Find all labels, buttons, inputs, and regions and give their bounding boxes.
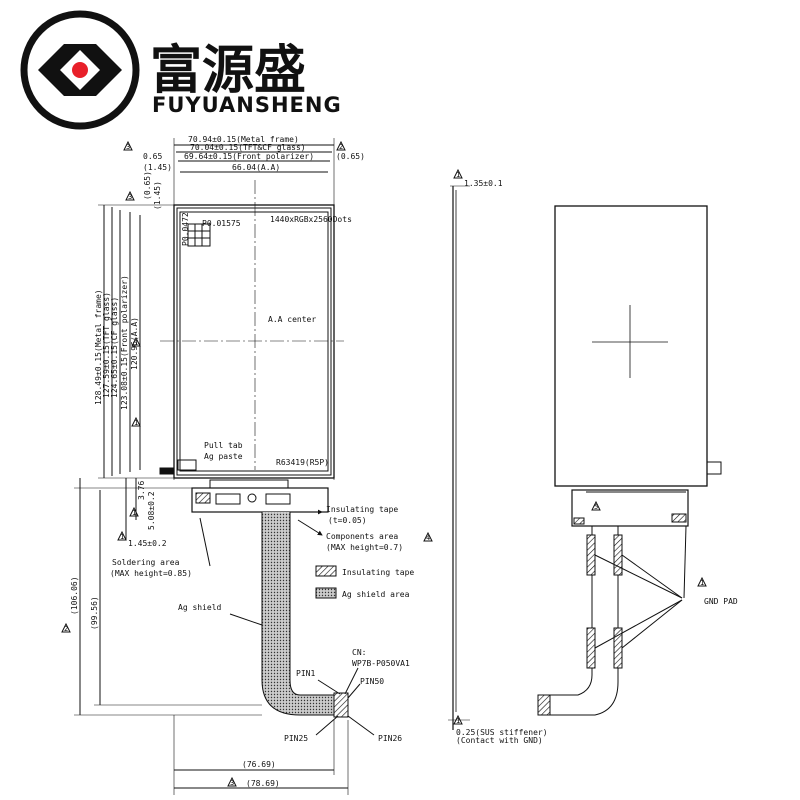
dim-cf-glass-height: 124.65±0.15(CF glass) (110, 297, 119, 398)
dim-3-76: 3.76 (137, 481, 146, 500)
dim-99-56: (99.56) (90, 596, 99, 630)
marker-4-components: 4 (426, 534, 430, 542)
brand-name-cn: 富源盛 (150, 41, 306, 101)
dim-left-margin-2: (1.45) (143, 163, 172, 172)
stiffener-gnd-label: (Contact with GND) (456, 736, 543, 745)
marker-2-long: 2 (64, 625, 68, 633)
front-view (74, 138, 375, 795)
gnd-pad-label: GND PAD (704, 597, 738, 606)
marker-1-side-bottom: 1 (456, 717, 460, 725)
marker-1-vertical-a: 1 (134, 339, 138, 347)
dim-78-69: (78.69) (246, 779, 280, 788)
pin26-label: PIN26 (378, 734, 402, 743)
dim-5-08: 5.08±0.2 (147, 491, 156, 530)
pin50-label: PIN50 (360, 677, 384, 686)
insulating-tape-callout: Insulating tape (326, 505, 398, 514)
back-view (537, 205, 722, 716)
dim-top-margin-2: (1.45) (153, 181, 162, 210)
marker-3-top-left: 3 (126, 143, 130, 151)
legend-insulating-tape: Insulating tape (342, 568, 414, 577)
resolution-label: 1440xRGBx2560Dots (270, 215, 352, 224)
marker-1-fpc: 1 (132, 509, 136, 517)
dim-tft-cf-glass-width: 70.04±0.15(TFT&CF glass) (190, 143, 306, 152)
brand-name-en: FUYUANSHENG (152, 93, 342, 117)
marker-5-back: 5 (594, 503, 598, 511)
stiffener-label: 0.25(SUS stiffener) (456, 728, 548, 737)
marker-1-side-top: 1 (456, 171, 460, 179)
dim-active-area-height: 120.96(A.A) (130, 317, 139, 370)
marker-1-vertical-b: 1 (134, 419, 138, 427)
components-area-callout: Components area (326, 532, 398, 541)
legend: Insulating tape Ag shield area (315, 565, 414, 599)
pull-tab-label: Pull tab (204, 441, 243, 450)
soldering-area-callout: Soldering area (112, 558, 180, 567)
components-area-height: (MAX height=0.7) (326, 543, 403, 552)
marker-1-gnd: 1 (700, 579, 704, 587)
soldering-area-height: (MAX height=0.85) (110, 569, 192, 578)
legend-insulating-swatch (315, 565, 337, 577)
dim-left-margin: 0.65 (143, 152, 162, 161)
pixel-pitch-label: P0.01575 (202, 219, 241, 228)
marker-1-dim: 1 (120, 533, 124, 541)
pin1-label: PIN1 (296, 669, 315, 678)
ag-paste-label: Ag paste (204, 452, 243, 461)
legend-ag-shield-swatch (315, 587, 337, 599)
aa-center-label: A.A center (268, 315, 316, 324)
marker-2-top-right: 2 (339, 143, 343, 151)
dim-1-45: 1.45±0.2 (128, 539, 167, 548)
dim-metal-frame-width: 70.94±0.15(Metal frame) (188, 135, 299, 144)
dim-right-margin: (0.65) (336, 152, 365, 161)
ag-shield-callout: Ag shield (178, 603, 222, 612)
marker-3-left: 3 (128, 193, 132, 201)
dim-front-polarizer-height: 123.08±0.15(Front polarizer) (120, 275, 129, 410)
insulating-tape-thickness: (t=0.05) (328, 516, 367, 525)
connector-cn-label: CN: (352, 648, 366, 657)
revision-markers (61, 140, 707, 787)
dim-76-69: (76.69) (242, 760, 276, 769)
legend-ag-shield-area: Ag shield area (342, 590, 410, 599)
dim-active-area-width: 66.04(A.A) (232, 163, 280, 172)
pin25-label: PIN25 (284, 734, 308, 743)
dim-106-06: (106.06) (70, 576, 79, 615)
marker-3-bottom: 3 (230, 779, 234, 787)
dim-tft-glass-height: 127.59±0.15(TFT glass) (102, 292, 111, 398)
side-thickness-label: 1.35±0.1 (464, 179, 503, 188)
side-view (448, 185, 470, 730)
brand-logo (20, 10, 140, 130)
dim-top-margin: (0.65) (143, 171, 152, 200)
dim-front-polarizer-width: 69.64±0.15(Front polarizer) (184, 152, 314, 161)
dim-metal-frame-height: 128.49±0.15(Metal frame) (94, 289, 103, 405)
driver-ic-label: R63419(R5P) (276, 458, 329, 467)
logo-red-dot-icon (72, 62, 88, 78)
pixel-pitch-label-2: P0.0472 (181, 212, 190, 246)
connector-part-number: WP7B-P050VA1 (352, 659, 410, 668)
